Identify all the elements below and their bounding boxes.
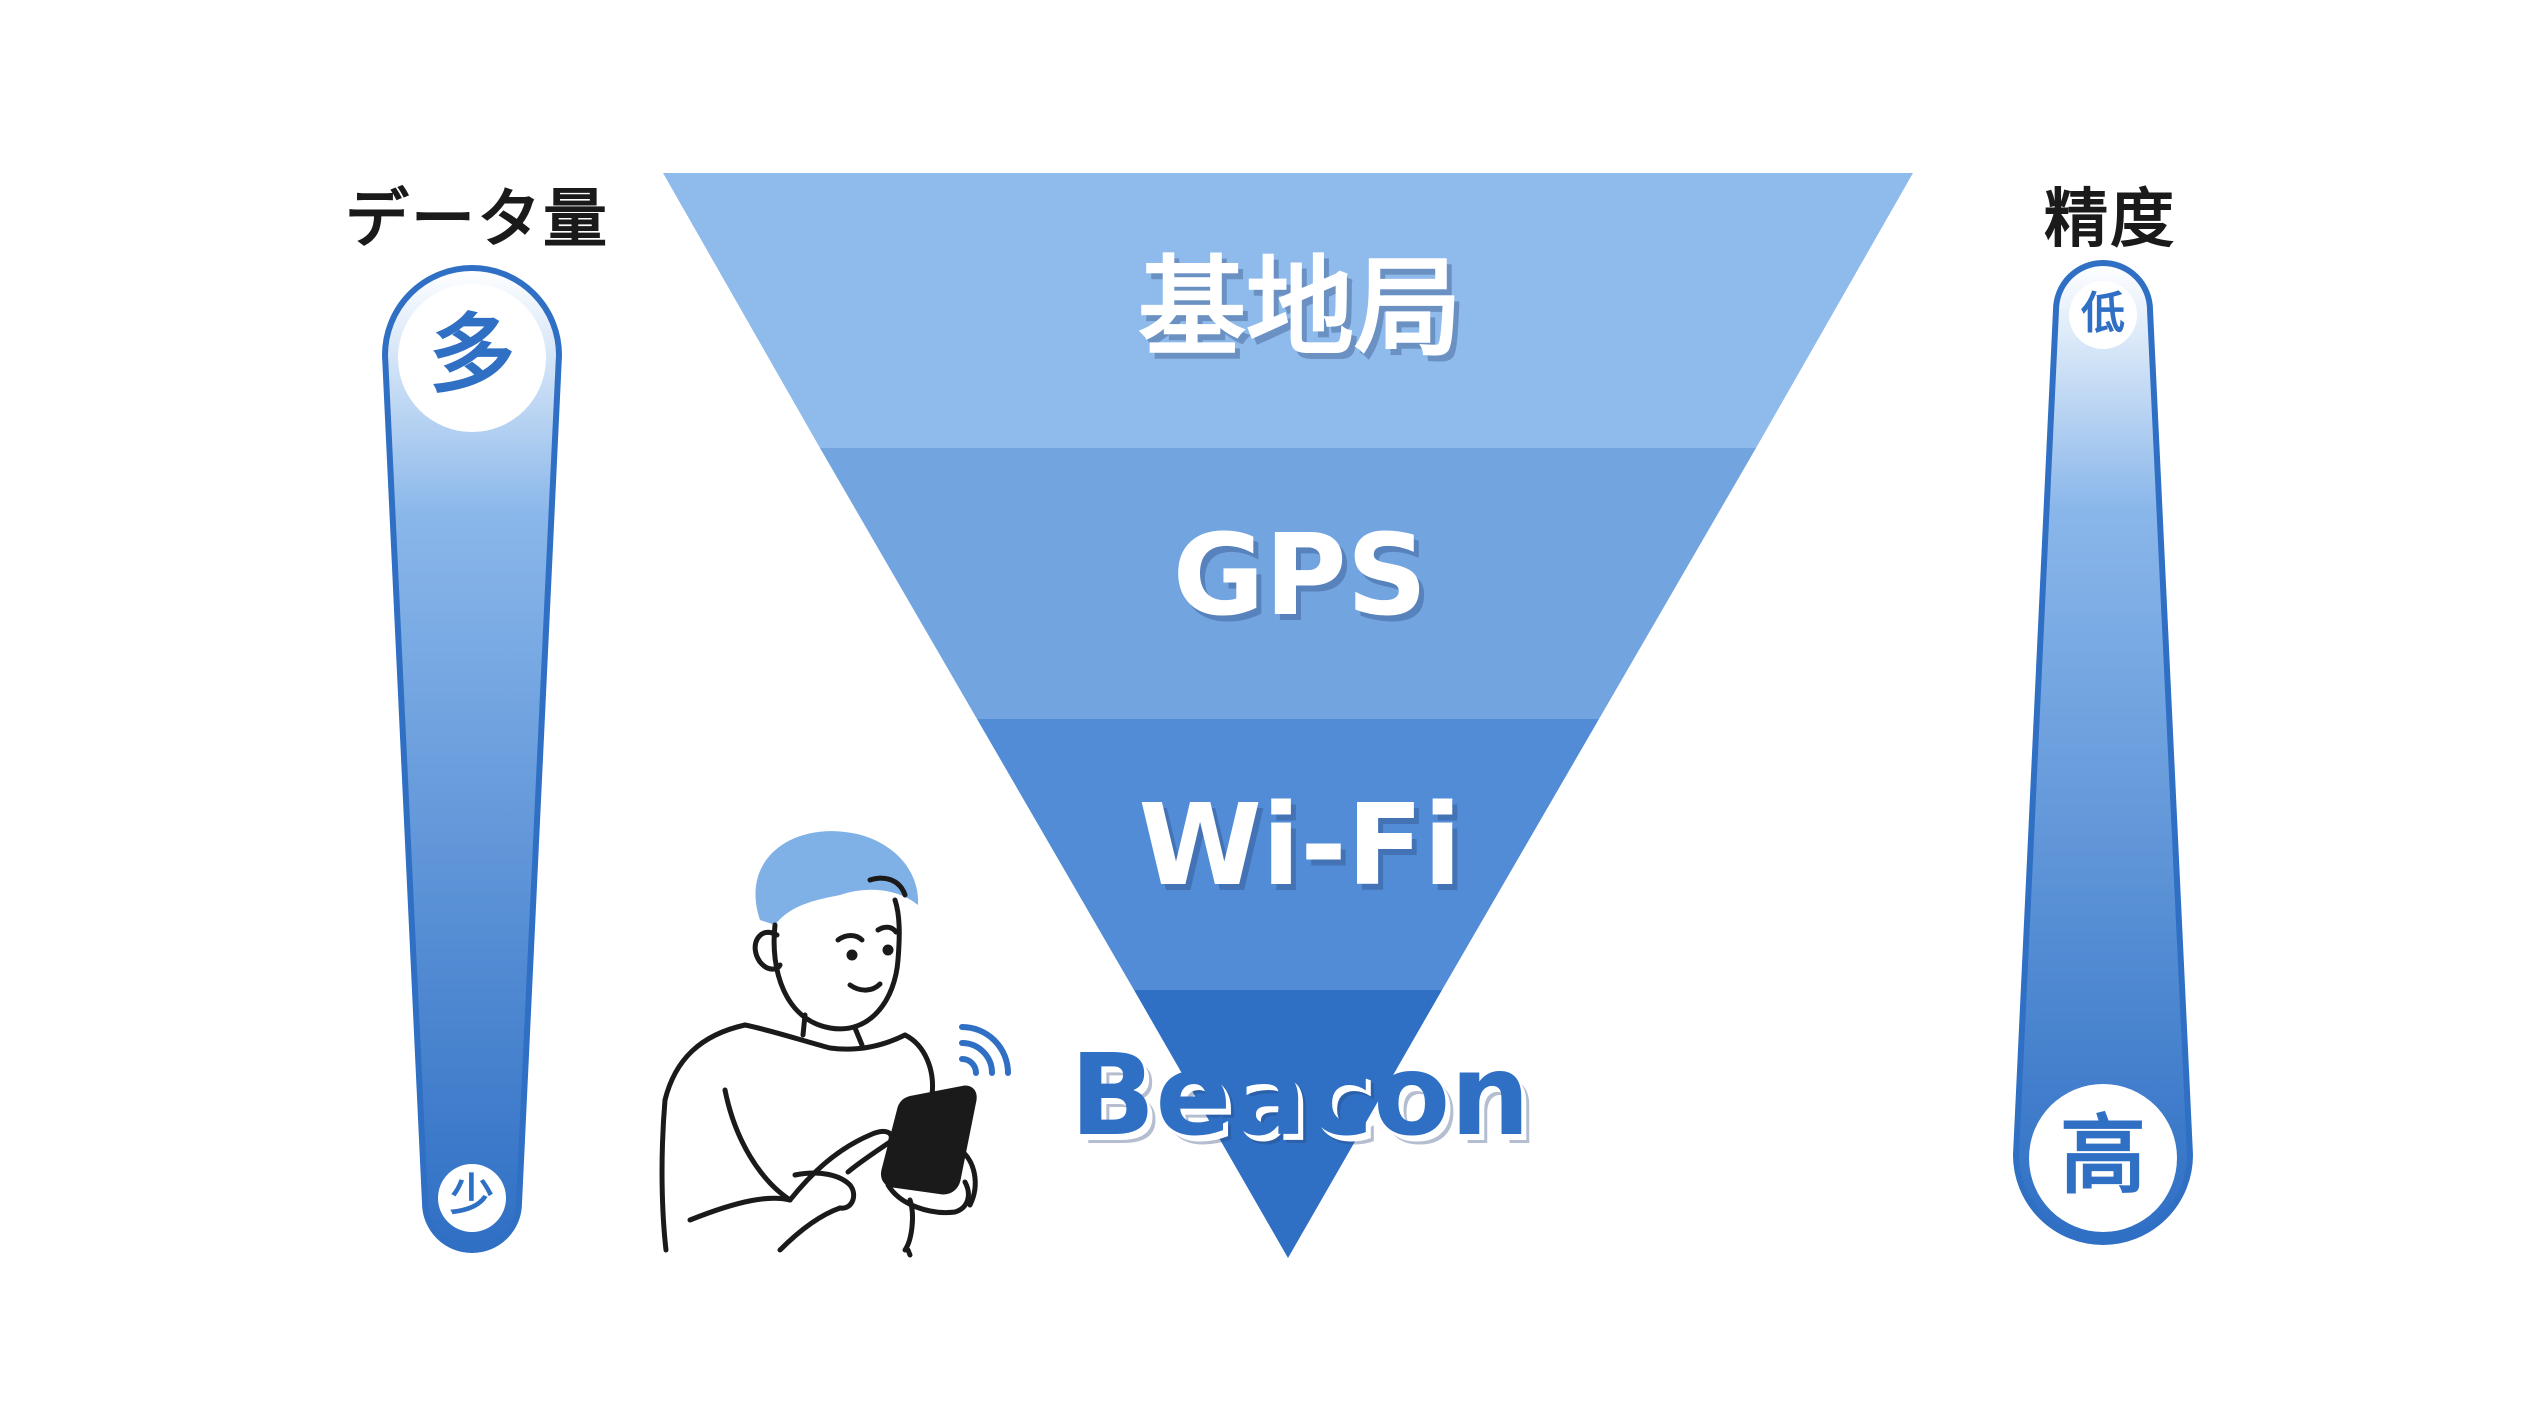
data-volume-bar (381, 265, 563, 1253)
smartphone (881, 1085, 977, 1195)
data-volume-bottom-badge (438, 1164, 506, 1232)
accuracy-high-label: 高 (2060, 1106, 2146, 1206)
wireless-signal-icon (959, 1024, 1011, 1076)
accuracy-axis-title: 精度 (2044, 183, 2176, 257)
layer-band-4 (1134, 990, 1442, 1258)
accuracy-bottom-badge (2029, 1084, 2177, 1232)
layer-label-beacon: Beacon (1070, 1031, 1530, 1161)
accuracy-top-badge (2069, 281, 2137, 349)
data-volume-low-label: 少 (450, 1170, 494, 1221)
data-volume-axis-title: データ量 (345, 183, 609, 257)
layer-band-3 (977, 719, 1599, 990)
layer-band-2 (820, 448, 1756, 719)
layer-band-1 (663, 173, 1913, 448)
layer-label-gps: GPS (1172, 511, 1428, 641)
data-volume-high-label: 多 (429, 305, 515, 405)
person-with-smartphone-illustration (659, 831, 978, 1258)
inverted-triangle (663, 173, 1913, 1258)
accuracy-bar (2012, 260, 2194, 1245)
hair (755, 831, 919, 925)
layer-label-wifi: Wi-Fi (1138, 781, 1462, 911)
data-volume-top-badge (398, 284, 546, 432)
layer-label-base-station: 基地局 (1137, 246, 1462, 371)
accuracy-low-label: 低 (2081, 288, 2125, 339)
